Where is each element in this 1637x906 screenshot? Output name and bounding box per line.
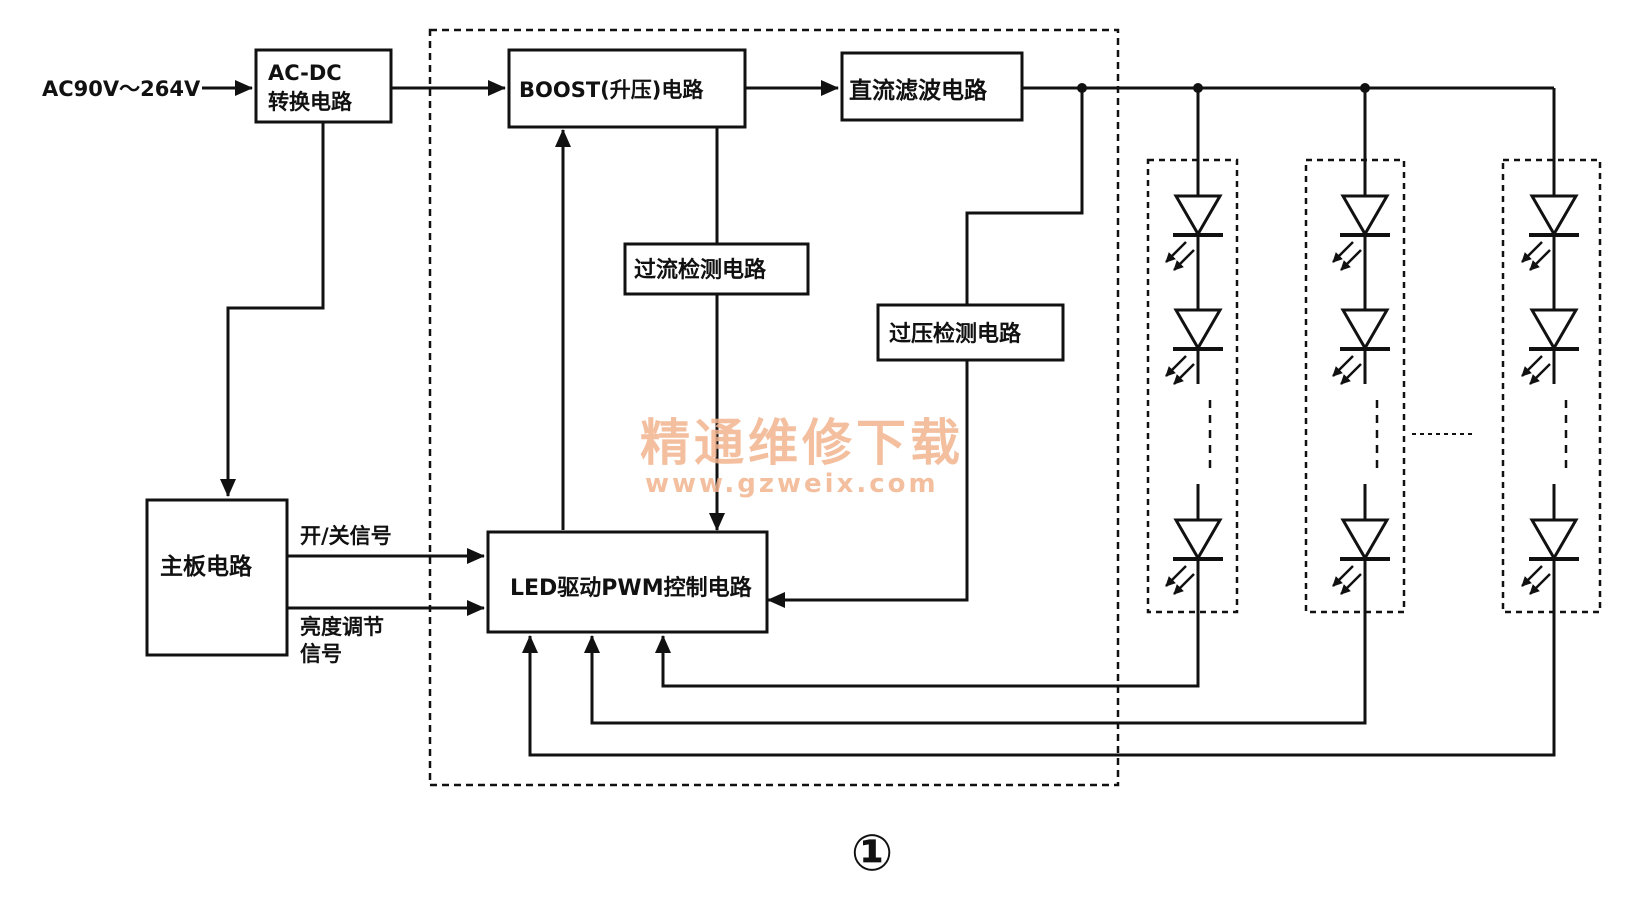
string1-feedback-line xyxy=(655,612,1200,688)
dc-filter-label: 直流滤波电路 xyxy=(849,77,988,104)
brightness-signal-label-line1: 亮度调节 xyxy=(300,615,384,639)
string2-feedback-line xyxy=(584,612,1367,725)
overvoltage-to-pwm-arrow xyxy=(767,360,969,608)
pwm-control-label: LED驱动PWM控制电路 xyxy=(510,575,753,601)
overvoltage-label: 过压检测电路 xyxy=(889,321,1022,347)
boost-label: BOOST(升压)电路 xyxy=(519,78,704,102)
acdc-to-mainboard-arrow xyxy=(220,122,325,497)
overvoltage-block xyxy=(876,303,1065,362)
figure-number: ① xyxy=(851,824,893,882)
acdc-label-line1: AC-DC xyxy=(268,61,342,85)
dc-filter-block xyxy=(840,51,1024,122)
overcurrent-label: 过流检测电路 xyxy=(634,257,767,283)
mainboard-label: 主板电路 xyxy=(160,553,253,580)
led-string-box xyxy=(1304,158,1406,614)
led-icon xyxy=(1332,518,1390,595)
led-icon xyxy=(1332,308,1390,385)
onoff-signal-label: 开/关信号 xyxy=(300,524,392,548)
led-strings xyxy=(1146,88,1602,614)
overcurrent-block xyxy=(623,242,810,296)
mainboard-block xyxy=(145,498,289,657)
brightness-signal-label-line2: 信号 xyxy=(300,642,342,666)
led-icon xyxy=(1521,308,1579,385)
watermark-title: 精通维修下载 xyxy=(640,413,964,472)
led-icon xyxy=(1165,518,1223,595)
driver-board-outline xyxy=(428,28,1120,787)
led-icon xyxy=(1165,308,1223,385)
led-string-1 xyxy=(1146,88,1239,614)
led-icon xyxy=(1521,194,1579,271)
boost-block xyxy=(507,48,747,129)
rail-to-overvoltage-line xyxy=(965,88,1084,305)
watermark-url: www.gzweix.com xyxy=(645,469,939,499)
led-icon xyxy=(1521,518,1579,595)
led-string-2 xyxy=(1304,88,1406,614)
string3-feedback-line xyxy=(522,612,1556,757)
pwm-control-block xyxy=(486,530,769,634)
led-icon xyxy=(1165,194,1223,271)
input-voltage-label: AC90V～264V xyxy=(42,77,201,101)
led-string-3 xyxy=(1501,88,1602,614)
acdc-label-line2: 转换电路 xyxy=(268,90,353,114)
led-string-box xyxy=(1501,158,1602,614)
led-icon xyxy=(1332,194,1390,271)
led-string-box xyxy=(1146,158,1239,614)
